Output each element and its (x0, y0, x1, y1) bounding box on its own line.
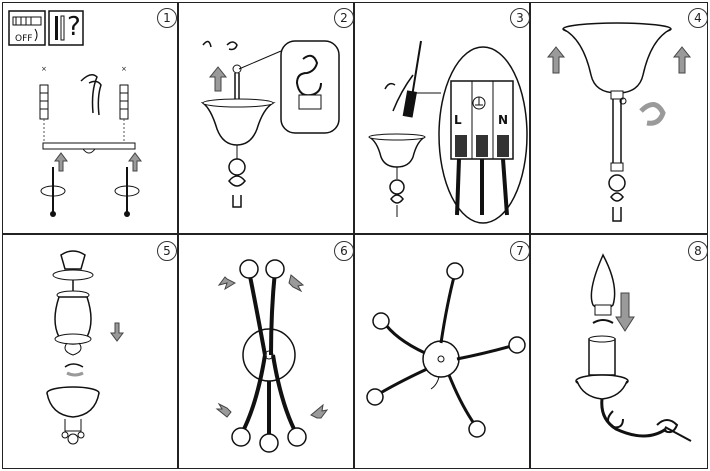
candle-cup-icon (259, 433, 279, 453)
step-3-illustration (368, 40, 528, 224)
step-7-illustration (366, 262, 526, 438)
candle-cup-icon (366, 388, 384, 406)
scroll-arm-icon (600, 398, 667, 438)
step-4-illustration (546, 22, 692, 222)
candle-bulb-icon (590, 253, 616, 311)
step-number-badge: 3 (510, 8, 530, 28)
step-8-illustration (575, 253, 692, 442)
step-1-panel: 1 × × (2, 2, 178, 234)
step-6-panel: 6 (178, 234, 354, 469)
wall-plug-icon: × (39, 65, 49, 143)
step-5-illustration (46, 250, 124, 445)
ceiling-hook-icon (226, 41, 238, 51)
chain-link-icon (608, 174, 626, 192)
chandelier-hub-icon (422, 340, 460, 378)
wire-stripper-icon (384, 82, 396, 90)
step-4-panel: 4 (530, 2, 708, 234)
screwdriver-rotate-icon (40, 152, 68, 217)
rotate-arrow-icon (639, 102, 666, 126)
candle-sleeve-icon (588, 338, 616, 376)
direction-arrow-icon (215, 402, 232, 418)
step-8-panel: 8 (530, 234, 708, 469)
tools-warning-icon (48, 10, 84, 46)
terminal-label-live: L (454, 113, 462, 127)
candle-cup-icon (372, 312, 390, 330)
step-7-panel: 7 (354, 234, 530, 469)
step-5-panel: 5 (2, 234, 178, 469)
mounting-bracket-icon (42, 142, 136, 150)
step-1-illustration: × × (8, 10, 142, 217)
step-number-badge: 6 (334, 241, 354, 261)
candle-cup-icon (231, 427, 251, 447)
step-2-panel: 2 (178, 2, 354, 234)
screwdriver-rotate-icon (114, 152, 142, 217)
up-arrow-icon (208, 66, 228, 92)
step-number-badge: 7 (510, 241, 530, 261)
step-number-badge: 5 (157, 241, 177, 261)
candle-cup-icon (287, 427, 307, 447)
off-label: OFF (15, 34, 33, 44)
chain-link-icon (389, 179, 405, 195)
candle-cup-icon (446, 262, 464, 280)
svg-text:×: × (121, 65, 127, 73)
candle-cup-icon (508, 336, 526, 354)
step-number-badge: 2 (334, 8, 354, 28)
rotate-arrow-icon (66, 371, 84, 377)
chain-link-icon (228, 158, 246, 176)
step-number-badge: 1 (157, 8, 177, 28)
step-3-panel: 3 (354, 2, 530, 234)
direction-arrow-icon (288, 274, 305, 293)
direction-arrow-icon (217, 276, 237, 291)
detail-zoom-icon (280, 40, 340, 134)
question-mark: ? (67, 12, 81, 42)
step-number-badge: 4 (688, 8, 708, 28)
candle-cup-icon (265, 259, 285, 279)
canopy-icon (368, 136, 426, 168)
canopy-icon (200, 102, 276, 146)
up-arrow-icon (672, 46, 692, 74)
step-number-badge: 8 (688, 241, 708, 261)
candle-cup-icon (239, 259, 259, 279)
candle-cup-icon (468, 420, 486, 438)
svg-text:×: × (41, 65, 47, 73)
canopy-icon (562, 28, 672, 94)
direction-arrow-icon (310, 403, 329, 419)
down-arrow-icon (615, 292, 635, 332)
up-arrow-icon (546, 46, 566, 74)
pliers-icon (80, 74, 102, 116)
step-6-illustration (215, 259, 329, 453)
switch-box-icon (8, 10, 46, 46)
wall-plug-icon: × (119, 65, 129, 143)
step-2-illustration (200, 40, 340, 208)
bowl-part-icon (46, 392, 100, 418)
terminal-label-neutral: N (498, 113, 509, 127)
down-arrow-icon (110, 322, 124, 342)
